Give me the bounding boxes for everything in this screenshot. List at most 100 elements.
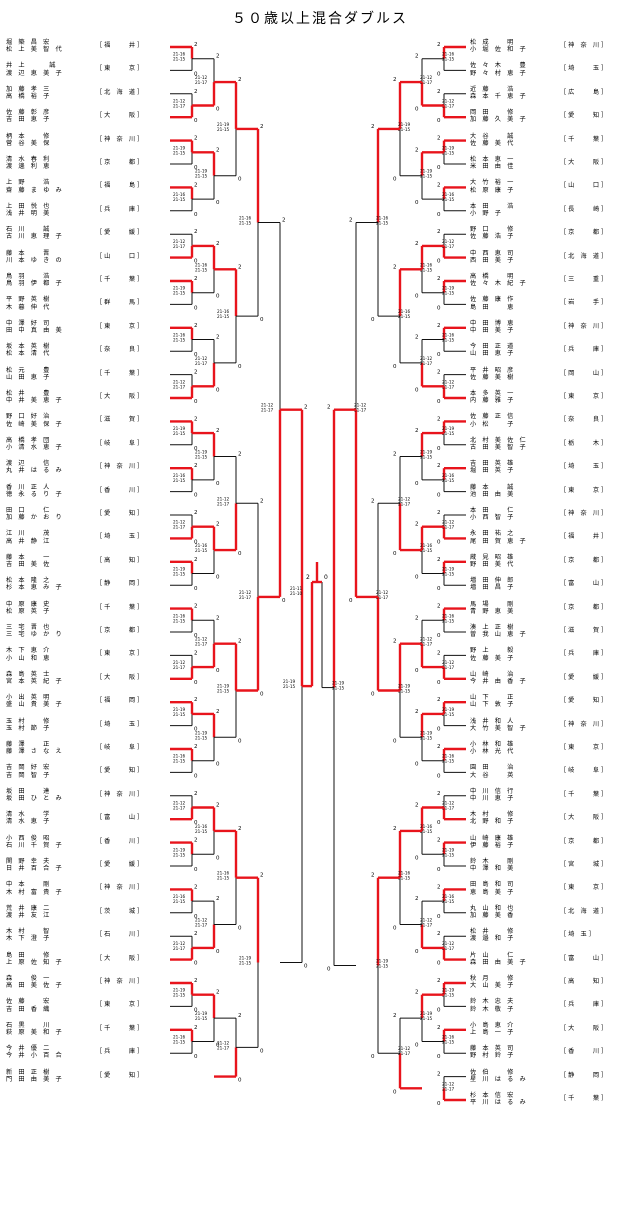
prefecture: ［ 東 京 ］ [96, 322, 144, 330]
prefecture: ［ 神 奈 川 ］ [96, 135, 144, 143]
set-count: 2 [260, 873, 264, 879]
player-name: 小 山 和 恵 [6, 654, 50, 662]
game-score: 21-15 [195, 548, 208, 553]
player-name: 藤 澤 正 [6, 741, 50, 748]
player-name: 鈴 木 剛 [470, 858, 514, 865]
prefecture: ［ 高 知 ］ [560, 978, 608, 985]
game-score: 21-15 [195, 1016, 208, 1021]
player-name: 園 田 治 [470, 764, 514, 772]
game-score: 21-15 [173, 852, 186, 857]
set-count: 0 [415, 575, 419, 581]
player-name: 今 井 小 百 合 [6, 1052, 62, 1060]
player-name: 大 山 美 子 [470, 982, 514, 990]
right-entry: 本 田 仁小 西 智 子［ 神 奈 川 ］ [470, 507, 607, 521]
set-count: 0 [437, 680, 441, 686]
game-score: 21-15 [420, 174, 433, 179]
player-name: 加 藤 孝 三 [6, 85, 50, 93]
set-count: 0 [194, 633, 198, 639]
game-score: 21-15 [420, 1016, 433, 1021]
left-entry: 上 田 悦 也浅 井 明 美［ 兵 庫 ］ [6, 203, 143, 217]
set-count: 0 [393, 738, 397, 744]
page-title: ５０歳以上混合ダブルス [232, 11, 408, 27]
set-count: 2 [216, 615, 220, 621]
game-score: 21-15 [217, 689, 230, 694]
game-score: 21-16 [420, 262, 433, 267]
prefecture: ［ 滋 賀 ］ [560, 627, 608, 634]
set-count: 0 [415, 200, 419, 206]
set-count: 2 [437, 463, 441, 469]
game-score: 21-15 [173, 899, 186, 904]
player-name: 松 元 豊 [6, 366, 50, 374]
player-name: 山 下 敦 子 [470, 701, 514, 709]
prefecture: ［ 愛 知 ］ [560, 112, 608, 120]
prefecture: ［ 岩 手 ］ [560, 299, 608, 307]
right-entry: 藤 本 英 司野 村 鈴 子［ 香 川 ］ [470, 1045, 607, 1059]
player-name: 渡 邊 利 恵 [6, 163, 50, 171]
prefecture: ［ 高 知 ］ [96, 556, 144, 564]
set-count: 0 [437, 820, 441, 826]
left-entry: 佐 藤 彰 彦吉 田 恵 子［ 大 阪 ］ [6, 109, 143, 123]
game-score: 21-16 [442, 333, 455, 338]
game-score: 21-19 [173, 567, 186, 572]
set-count: 0 [437, 539, 441, 545]
prefecture: ［ 東 京 ］ [560, 744, 608, 751]
game-score: 21-19 [442, 988, 455, 993]
set-count: 0 [194, 539, 198, 545]
set-count: 2 [194, 323, 198, 329]
set-count: 2 [216, 335, 220, 341]
set-count: 0 [415, 107, 419, 113]
game-score: 21-16 [442, 1035, 455, 1040]
game-score: 21-17 [195, 642, 208, 647]
player-name: 香 川 正 人 [6, 483, 50, 491]
set-count: 2 [415, 803, 419, 809]
game-score: 21-17 [239, 595, 252, 600]
prefecture: ［ 群 馬 ］ [96, 299, 144, 307]
set-count: 0 [216, 387, 220, 393]
game-score: 21-19 [173, 707, 186, 712]
left-entry: 島 田 修上 原 佐 知 子［ 大 阪 ］ [6, 952, 143, 966]
game-score: 21-16 [442, 894, 455, 899]
game-score: 21-19 [195, 169, 208, 174]
game-score: 21-16 [173, 52, 186, 57]
set-count: 2 [216, 522, 220, 528]
left-entry: 上 野 浩齋 藤 ま ゆ み［ 福 島 ］ [6, 179, 143, 193]
left-entry: 石 川 誠古 川 恵 理 子［ 愛 媛 ］ [6, 226, 143, 240]
player-name: 木 村 富 貴 子 [6, 888, 62, 896]
player-name: 佐 藤 康 作 [470, 296, 514, 304]
set-count: 0 [194, 914, 198, 920]
game-score: 21-16 [442, 613, 455, 618]
game-score: 21-15 [217, 876, 230, 881]
game-score: 21-16 [217, 309, 230, 314]
game-score: 21-15 [398, 127, 411, 132]
game-score: 21-15 [398, 689, 411, 694]
prefecture: ［ 大 阪 ］ [96, 954, 144, 962]
set-count: 2 [437, 416, 441, 422]
prefecture: ［ 北 海 道 ］ [560, 252, 608, 260]
player-name: 増 田 昌 子 [470, 584, 514, 592]
set-count: 0 [194, 961, 198, 967]
game-score: 21-17 [442, 946, 455, 951]
left-entry: 小 出 英 明盛 山 貴 美 子［ 福 岡 ］ [6, 694, 143, 708]
game-score: 21-15 [442, 572, 455, 577]
final-set-count: 2 [306, 574, 310, 581]
game-score: 21-19 [442, 707, 455, 712]
game-score: 21-15 [283, 684, 296, 689]
right-entry: 野 口 修佐 藤 浩 子［ 京 都 ］ [470, 226, 607, 240]
set-count: 0 [437, 961, 441, 967]
set-count: 2 [437, 604, 441, 610]
set-count: 2 [437, 697, 441, 703]
player-name: 萩 原 美 和 子 [6, 1029, 62, 1036]
set-count: 2 [437, 182, 441, 188]
set-count: 0 [415, 1043, 419, 1049]
player-name: 米 田 由 佳 [470, 163, 514, 171]
right-entry: 野 上 毅佐 藤 美 子［ 兵 庫 ］ [470, 647, 607, 661]
game-score: 21-17 [261, 408, 274, 413]
game-score: 21-12 [420, 637, 433, 642]
player-name: 中 川 信 行 [470, 787, 514, 795]
prefecture: ［ 長 崎 ］ [560, 205, 608, 213]
player-name: 松 井 豊 [6, 390, 50, 397]
game-score: 21-12 [173, 239, 186, 244]
game-score: 21-16 [239, 216, 252, 221]
prefecture: ［ 神 奈 川 ］ [96, 884, 144, 892]
